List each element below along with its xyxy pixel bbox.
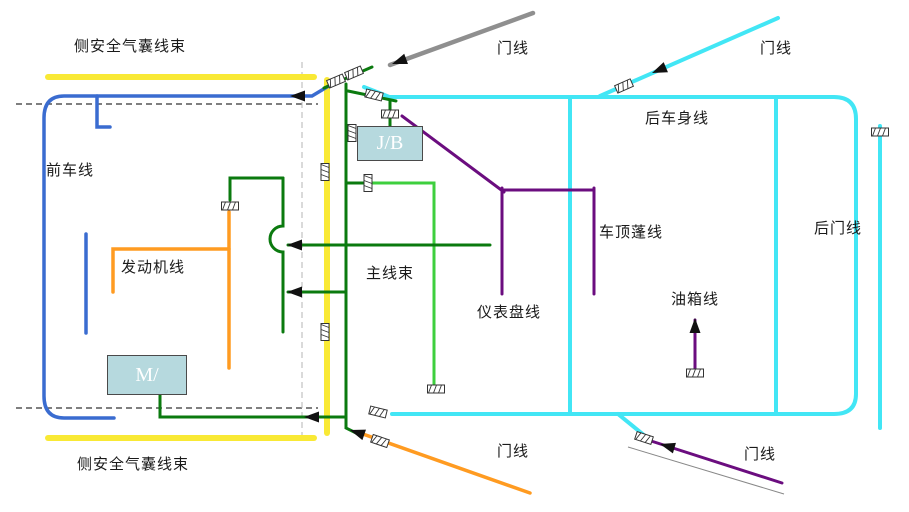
wire-connector bbox=[320, 323, 330, 341]
label-roof: 车顶蓬线 bbox=[599, 225, 664, 241]
module-box-label: M/ bbox=[135, 363, 159, 386]
label-instrument-panel: 仪表盘线 bbox=[477, 305, 542, 321]
junction-box-label: J/B bbox=[376, 132, 404, 154]
junction-box: J/B bbox=[357, 126, 423, 161]
flow-arrow bbox=[287, 239, 302, 251]
engine-wire-group bbox=[111, 210, 532, 495]
flow-arrow bbox=[689, 318, 701, 333]
wire-connector bbox=[614, 78, 634, 94]
wire-connector bbox=[381, 109, 399, 119]
label-door-top-right: 门线 bbox=[760, 41, 793, 57]
wire-connectors bbox=[221, 65, 889, 449]
label-main-harness: 主线束 bbox=[366, 266, 415, 282]
reference-dashed-lines bbox=[16, 62, 318, 442]
wire-connector bbox=[363, 174, 373, 192]
wire-connector bbox=[221, 201, 239, 211]
label-rear-body: 后车身线 bbox=[645, 111, 710, 127]
branch-wire-green bbox=[370, 181, 436, 386]
module-box: M/ bbox=[107, 355, 187, 395]
flow-arrow bbox=[649, 62, 668, 79]
flow-arrow bbox=[287, 286, 302, 298]
wire-connector bbox=[368, 405, 388, 419]
front-car-wire bbox=[42, 82, 334, 420]
wire-connector bbox=[686, 368, 704, 378]
label-door-bottom-left: 门线 bbox=[497, 444, 530, 460]
label-rear-door: 后门线 bbox=[814, 221, 863, 237]
flow-arrow bbox=[290, 90, 305, 102]
engine-wire-branch bbox=[111, 247, 231, 294]
flow-arrow bbox=[304, 411, 319, 423]
front-car-stub-wire bbox=[95, 94, 112, 129]
main-harness-sub-branch bbox=[228, 176, 285, 202]
side-airbag-harness-wire bbox=[45, 74, 330, 441]
wire-connector bbox=[344, 65, 364, 81]
label-front-car: 前车线 bbox=[46, 163, 95, 179]
wire-connector bbox=[634, 431, 654, 445]
label-door-bottom-right: 门线 bbox=[744, 447, 777, 463]
leader-line-bottom-right bbox=[627, 446, 785, 495]
wire-connector bbox=[326, 73, 346, 89]
door-wire-top-left bbox=[387, 10, 536, 68]
front-car-loop-wire bbox=[42, 82, 334, 420]
label-door-top-left: 门线 bbox=[497, 41, 530, 57]
wire-connector bbox=[871, 127, 889, 137]
flow-arrow bbox=[390, 53, 408, 70]
roof-wire-group bbox=[400, 114, 784, 485]
wire-connector bbox=[370, 433, 390, 449]
wire-connector bbox=[427, 384, 445, 394]
wire-connector bbox=[347, 124, 357, 142]
flow-arrows bbox=[287, 53, 701, 454]
main-harness-loop-branch bbox=[268, 176, 285, 334]
wire-connector bbox=[320, 163, 330, 181]
label-side-airbag-top: 侧安全气囊线束 bbox=[74, 39, 187, 55]
flow-arrow bbox=[348, 424, 366, 441]
wire-connector bbox=[364, 88, 384, 102]
flow-arrow bbox=[658, 438, 676, 454]
label-engine: 发动机线 bbox=[121, 260, 186, 276]
label-fuel-tank: 油箱线 bbox=[671, 292, 720, 308]
rear-body-loop-wire bbox=[388, 95, 858, 416]
label-side-airbag-bottom: 侧安全气囊线束 bbox=[77, 457, 190, 473]
module-feed-wire bbox=[158, 392, 348, 419]
